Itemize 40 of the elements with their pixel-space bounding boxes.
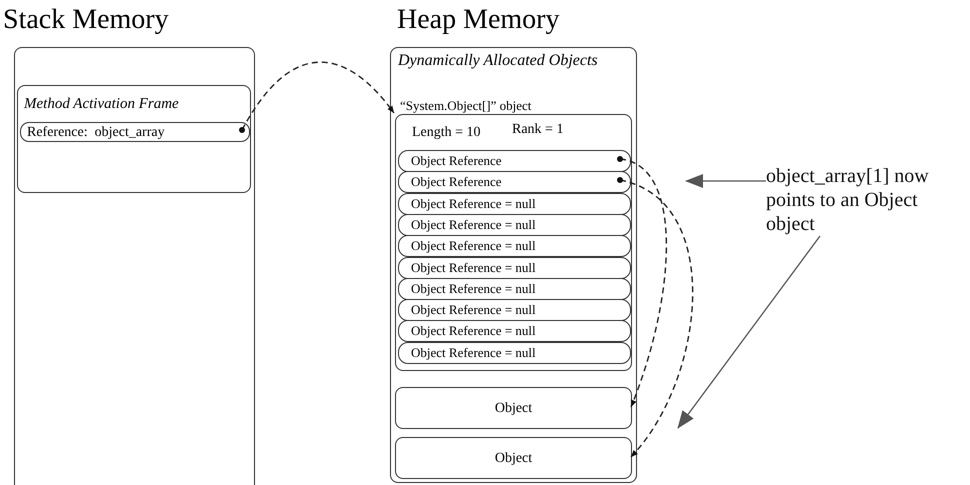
- object-box: [395, 437, 632, 479]
- reference-label: Reference: object_array: [27, 124, 165, 141]
- rank-label: Rank = 1: [512, 121, 564, 138]
- reference-slot-label: Object Reference: [411, 174, 502, 190]
- reference-arrow: [617, 156, 668, 408]
- reference-slot: [398, 342, 631, 364]
- reference-slot: [398, 150, 631, 172]
- reference-slot-label: Object Reference = null: [411, 238, 536, 254]
- reference-slot: [398, 278, 631, 300]
- reference-arrow: [239, 62, 395, 133]
- reference-slot-label: Object Reference = null: [411, 323, 536, 339]
- arrow: [677, 236, 821, 429]
- arrow: [685, 174, 766, 188]
- panel-subheading: Dynamically Allocated Objects: [398, 51, 598, 71]
- reference-slot-label: Object Reference = null: [411, 281, 536, 297]
- panel-heading: Heap Memory: [397, 4, 560, 36]
- length-label: Length = 10: [412, 124, 481, 141]
- object-box: [395, 387, 632, 429]
- reference-slot-label: Object Reference: [411, 153, 502, 169]
- reference-slot-label: Object Reference = null: [411, 260, 536, 276]
- annotation-text: object_array[1] now points to an Object object: [766, 164, 930, 236]
- reference-slot: [398, 235, 631, 257]
- object-label: Object: [494, 450, 534, 467]
- reference-slot: [20, 122, 250, 142]
- reference-slot-label: Object Reference = null: [411, 217, 536, 233]
- reference-slot-label: Object Reference = null: [411, 302, 536, 318]
- reference-slot: [398, 171, 631, 193]
- reference-slot: [398, 299, 631, 321]
- activation-frame-box: [17, 85, 251, 193]
- reference-slot: [398, 193, 631, 215]
- reference-slot: [398, 214, 631, 236]
- panel-heading: Stack Memory: [3, 4, 169, 36]
- reference-slot-label: Object Reference = null: [411, 196, 536, 212]
- frame-heading: Method Activation Frame: [24, 95, 179, 113]
- reference-slot-label: Object Reference = null: [411, 345, 536, 361]
- reference-arrow: [617, 177, 694, 458]
- array-type-label: “System.Object[]” object: [400, 98, 532, 113]
- object-label: Object: [494, 400, 534, 417]
- reference-slot: [398, 257, 631, 279]
- reference-slot: [398, 320, 631, 342]
